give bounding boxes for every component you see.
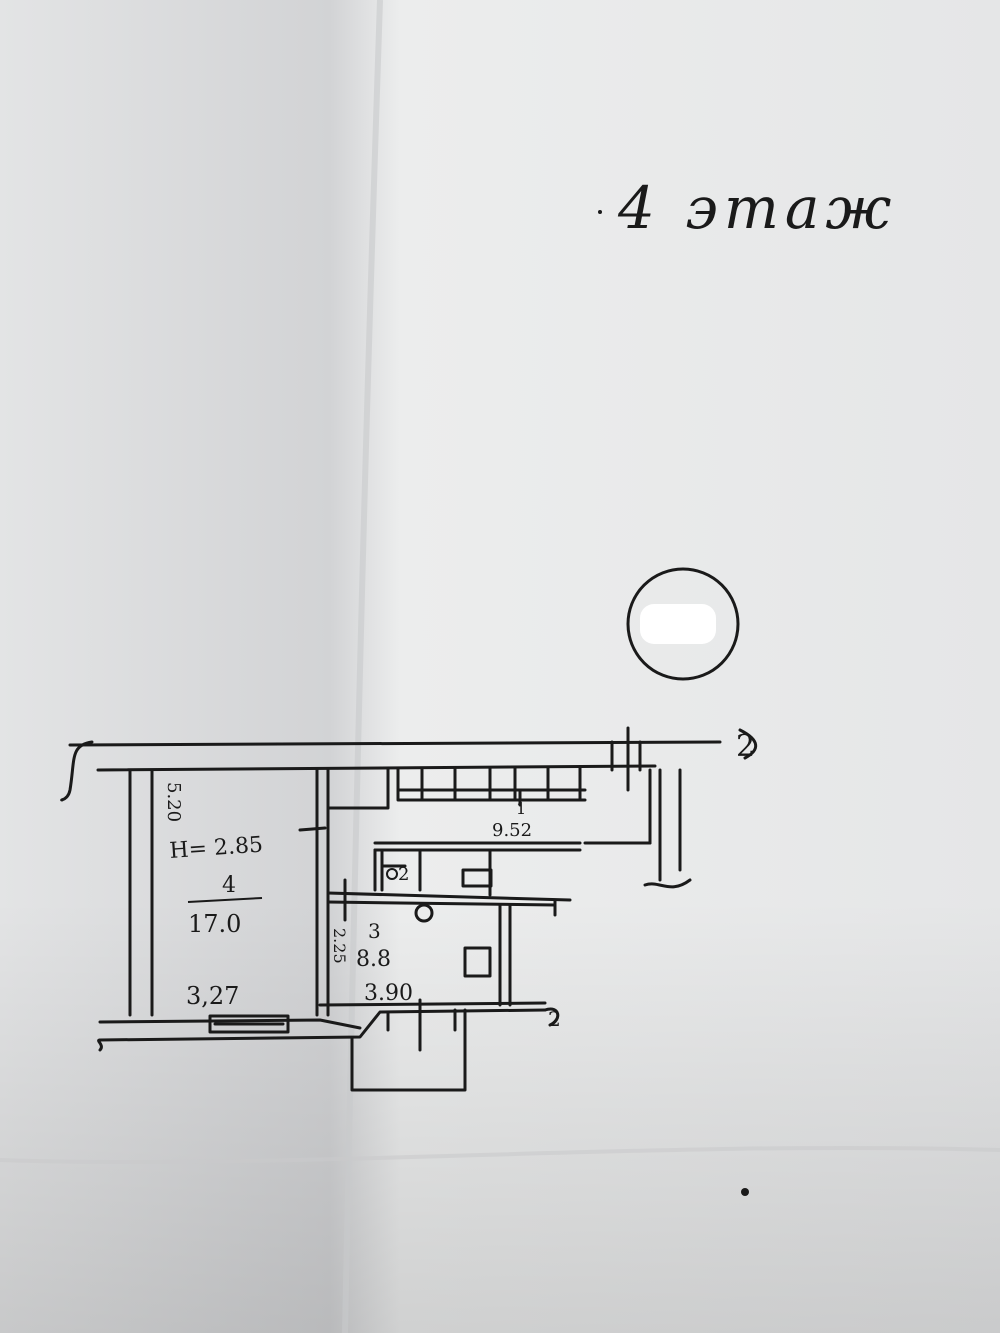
room-4-width: 3,27 — [186, 982, 239, 1010]
room-4-area: 17.0 — [188, 910, 241, 938]
room-3-area: 8.8 — [356, 947, 391, 972]
fold-crease-horizontal — [0, 1145, 1000, 1165]
room-2-marker — [386, 868, 398, 880]
break-mark-right-top — [738, 728, 758, 760]
wall-bottom-outer — [98, 1008, 547, 1042]
floor-plan — [60, 726, 758, 1092]
redaction-box — [640, 604, 716, 644]
ink-dot-small — [598, 210, 602, 214]
room-3-width: 3.90 — [364, 981, 413, 1006]
sink-fixture — [461, 868, 493, 888]
stove-fixture — [463, 946, 492, 978]
break-mark-left — [60, 740, 94, 802]
room-4-fraction-line — [187, 897, 263, 903]
fold-crease-vertical — [342, 0, 383, 1333]
room-3-depth: 2.25 — [330, 928, 349, 964]
floor-label: 4 этаж — [617, 174, 897, 242]
marker-top-right: 2 — [736, 729, 755, 764]
room-2-id: 2 — [398, 864, 409, 885]
break-mark-right — [643, 878, 692, 889]
window — [208, 1014, 290, 1034]
wall-top-inner — [96, 764, 657, 772]
wall-bottom-inner — [98, 1018, 362, 1030]
break-mark-bottom-right — [543, 1007, 560, 1027]
vent-circle — [414, 903, 434, 923]
room-4-id: 4 — [222, 873, 236, 898]
marker-bottom-right: 2 — [548, 1007, 561, 1031]
ink-dot — [741, 1188, 749, 1196]
room-3-id: 3 — [368, 919, 381, 943]
room-1-id: 1 — [516, 799, 526, 818]
room-1-area: 9.52 — [492, 820, 532, 841]
stamp-circle — [626, 567, 740, 681]
room-4-depth: 5.20 — [163, 782, 184, 822]
plan-labels: 5.20 H= 2.85 4 17.0 3,27 1 9.52 2 3 8.8 … — [163, 729, 755, 1031]
